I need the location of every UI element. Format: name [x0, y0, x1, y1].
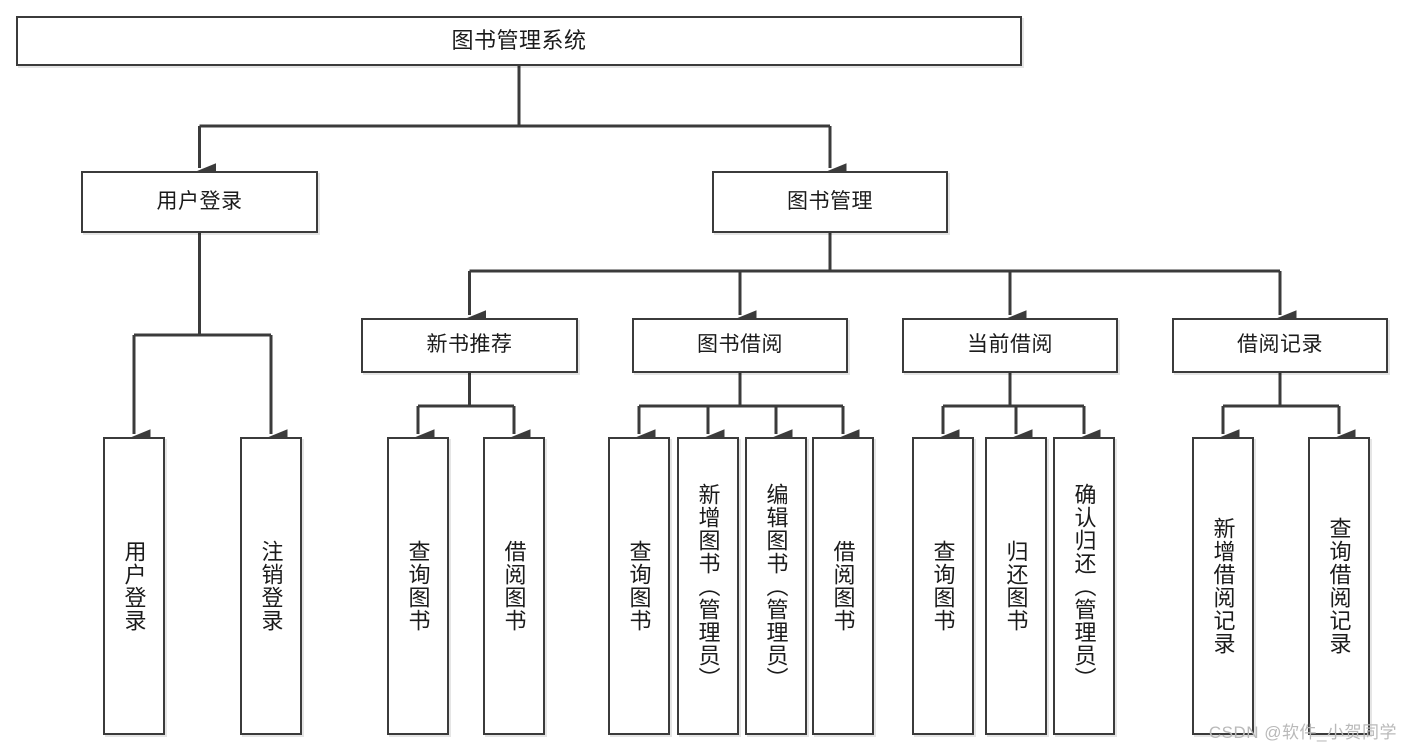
node-leaf-bb-edit[interactable]: 编辑图书（管理员） — [745, 437, 807, 735]
node-leaf-bb-add[interactable]: 新增图书（管理员） — [677, 437, 739, 735]
node-label-leaf-bb-borrow: 借阅图书 — [830, 540, 856, 632]
node-label-leaf-user-login: 用户登录 — [121, 540, 147, 632]
node-label-current-borrow: 当前借阅 — [967, 333, 1053, 357]
node-borrow-record[interactable]: 借阅记录 — [1172, 318, 1388, 373]
node-label-leaf-cb-return: 归还图书 — [1003, 540, 1029, 632]
node-label-leaf-bb-edit: 编辑图书（管理员） — [763, 482, 789, 690]
node-user-login[interactable]: 用户登录 — [81, 171, 318, 233]
node-leaf-rec-borrow[interactable]: 借阅图书 — [483, 437, 545, 735]
node-label-borrow-record: 借阅记录 — [1237, 333, 1323, 357]
node-label-leaf-cb-confirm: 确认归还（管理员） — [1071, 482, 1097, 690]
node-label-leaf-br-add: 新增借阅记录 — [1210, 517, 1236, 655]
node-label-leaf-bb-add: 新增图书（管理员） — [695, 482, 721, 690]
node-leaf-cb-confirm[interactable]: 确认归还（管理员） — [1053, 437, 1115, 735]
node-leaf-br-add[interactable]: 新增借阅记录 — [1192, 437, 1254, 735]
node-leaf-bb-query[interactable]: 查询图书 — [608, 437, 670, 735]
node-root[interactable]: 图书管理系统 — [16, 16, 1022, 66]
node-label-book-manage: 图书管理 — [787, 189, 873, 213]
watermark-text: CSDN @软件_小贺同学 — [1208, 723, 1397, 742]
node-label-new-book-rec: 新书推荐 — [426, 333, 513, 357]
node-leaf-br-query[interactable]: 查询借阅记录 — [1308, 437, 1370, 735]
node-label-leaf-rec-query: 查询图书 — [405, 540, 431, 632]
node-label-leaf-br-query: 查询借阅记录 — [1326, 517, 1352, 655]
node-label-leaf-user-logout: 注销登录 — [258, 540, 284, 632]
node-label-root: 图书管理系统 — [451, 28, 587, 54]
node-label-user-login: 用户登录 — [156, 189, 243, 213]
node-label-book-borrow: 图书借阅 — [697, 333, 783, 357]
node-label-leaf-bb-query: 查询图书 — [626, 540, 652, 632]
node-book-manage[interactable]: 图书管理 — [712, 171, 948, 233]
node-label-leaf-cb-query: 查询图书 — [930, 540, 956, 632]
node-leaf-rec-query[interactable]: 查询图书 — [387, 437, 449, 735]
node-label-leaf-rec-borrow: 借阅图书 — [501, 540, 527, 632]
node-book-borrow[interactable]: 图书借阅 — [632, 318, 848, 373]
node-leaf-user-login[interactable]: 用户登录 — [103, 437, 165, 735]
node-leaf-cb-query[interactable]: 查询图书 — [912, 437, 974, 735]
node-leaf-cb-return[interactable]: 归还图书 — [985, 437, 1047, 735]
node-leaf-bb-borrow[interactable]: 借阅图书 — [812, 437, 874, 735]
node-current-borrow[interactable]: 当前借阅 — [902, 318, 1118, 373]
node-leaf-user-logout[interactable]: 注销登录 — [240, 437, 302, 735]
node-new-book-rec[interactable]: 新书推荐 — [361, 318, 578, 373]
